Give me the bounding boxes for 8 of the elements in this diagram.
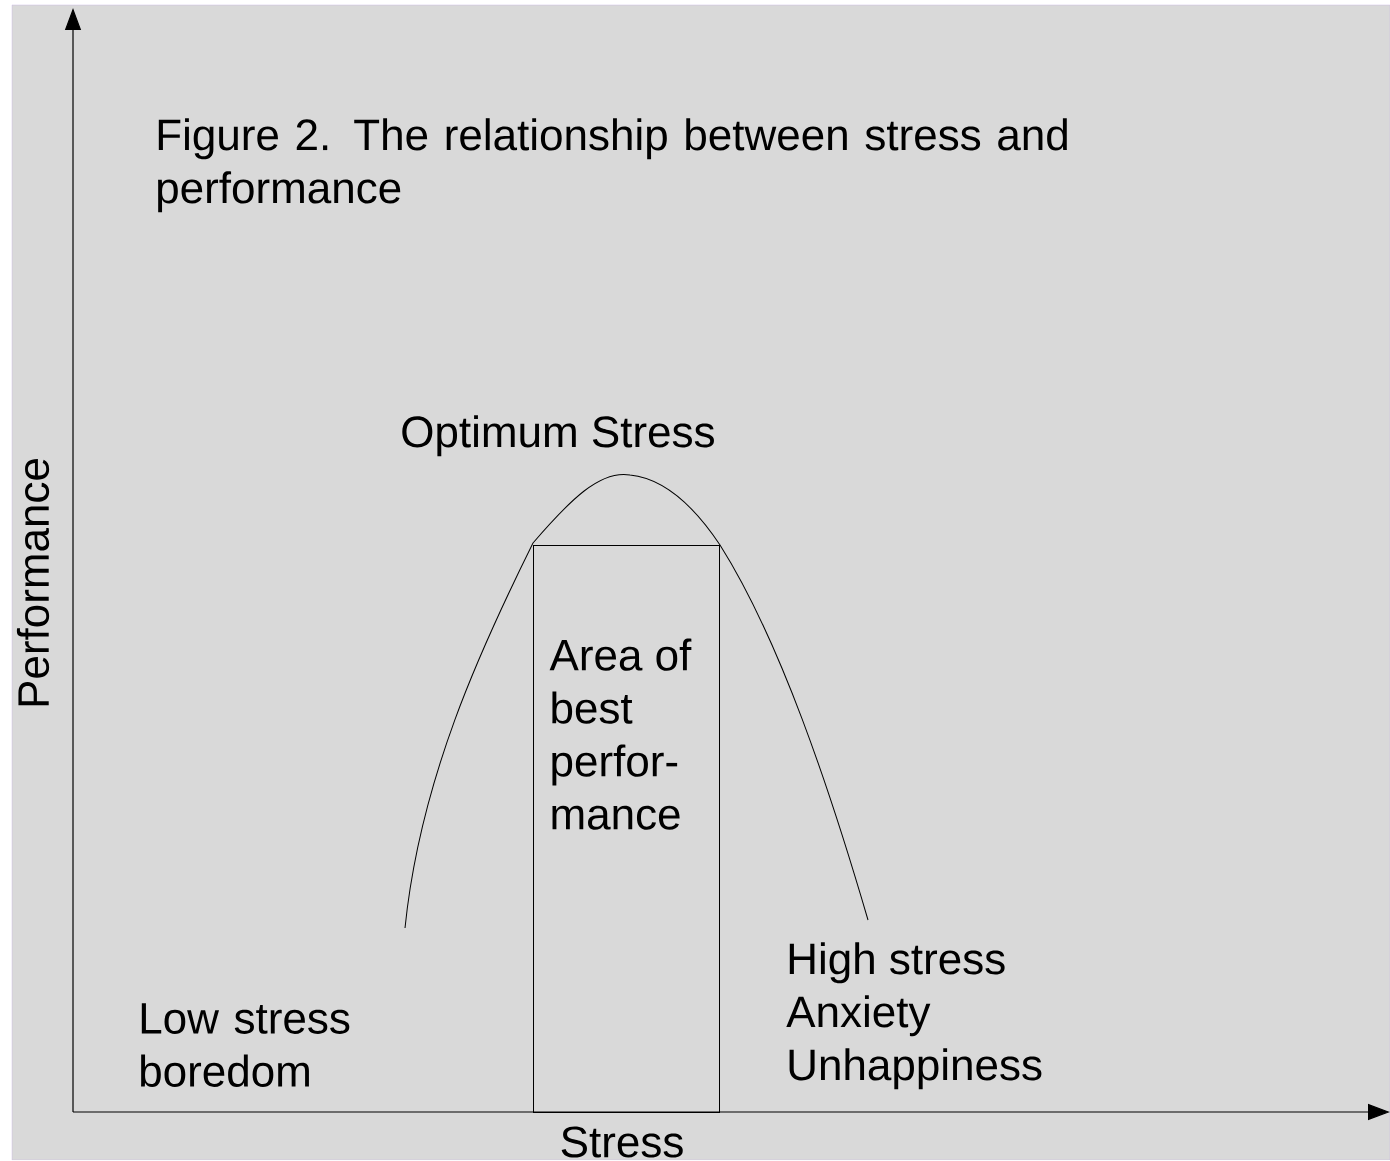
stress-level-label: Low stress boredom — [141, 1003, 350, 1087]
curve-label: Optimum Stress — [402, 415, 714, 457]
highlight-box: Area of best perfor- mance — [533, 545, 720, 1113]
y-axis-label: Performance — [16, 459, 50, 706]
figure-title: Figure 2. The relationship between stress and performance — [158, 118, 1067, 213]
stress-level-label: High stress — [789, 942, 1005, 984]
stress-level-label: Anxiety — [786, 995, 931, 1037]
stress-level-label: Unhappiness — [789, 1048, 1042, 1090]
